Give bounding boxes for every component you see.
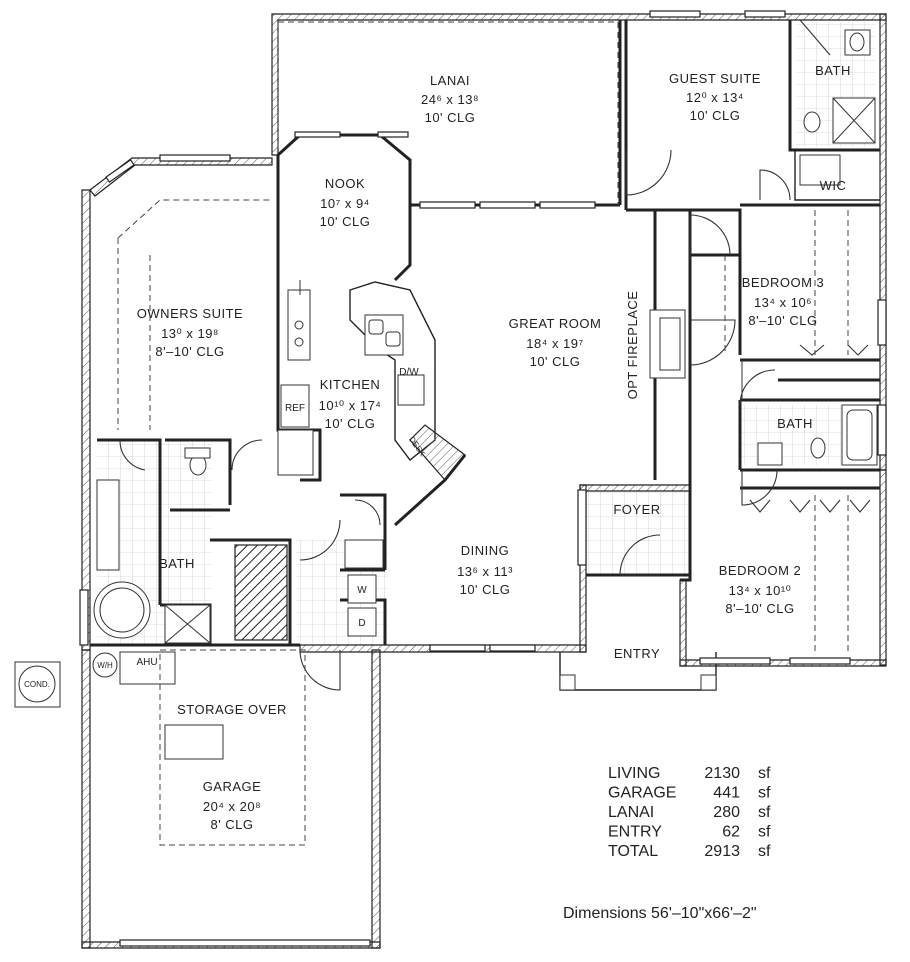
bedroom2-ceiling: 8'–10' CLG bbox=[725, 601, 794, 616]
dining-name: DINING bbox=[461, 543, 510, 558]
misc-details bbox=[117, 199, 849, 655]
area-label: ENTRY bbox=[608, 824, 662, 841]
bedroom3-name: BEDROOM 3 bbox=[742, 275, 825, 290]
storage-name: STORAGE OVER bbox=[177, 702, 287, 717]
area-label: TOTAL bbox=[608, 843, 658, 860]
washer-label: W bbox=[357, 585, 367, 596]
garage-ceiling: 8' CLG bbox=[210, 817, 253, 832]
kitchen-size: 10¹⁰ x 17⁴ bbox=[319, 398, 382, 413]
dining-ceiling: 10' CLG bbox=[460, 582, 511, 597]
dw-label: D/W bbox=[399, 367, 419, 378]
guest-bath-name: BATH bbox=[815, 63, 851, 78]
lanai-name: LANAI bbox=[430, 73, 470, 88]
great-room-name: GREAT ROOM bbox=[509, 316, 602, 331]
dryer-label: D bbox=[358, 618, 365, 629]
area-unit: sf bbox=[758, 785, 771, 802]
area-value: 280 bbox=[713, 804, 740, 821]
guest-suite-size: 12⁰ x 13⁴ bbox=[686, 90, 744, 105]
fixtures bbox=[14, 29, 878, 846]
bedroom3-ceiling: 8'–10' CLG bbox=[748, 313, 817, 328]
lanai-ceiling: 10' CLG bbox=[425, 110, 476, 125]
wic-name: WIC bbox=[820, 178, 847, 193]
guest-suite-name: GUEST SUITE bbox=[669, 71, 761, 86]
owners-suite-size: 13⁰ x 19⁸ bbox=[161, 326, 219, 341]
area-unit: sf bbox=[758, 843, 771, 860]
area-label: LANAI bbox=[608, 804, 654, 821]
owners-bath-name: BATH bbox=[159, 556, 195, 571]
area-unit: sf bbox=[758, 804, 771, 821]
area-value: 441 bbox=[713, 785, 740, 802]
windows bbox=[79, 10, 887, 947]
garage-size: 20⁴ x 20⁸ bbox=[203, 799, 261, 814]
mid-bath-name: BATH bbox=[777, 416, 813, 431]
fireplace-label: OPT FIREPLACE bbox=[625, 291, 640, 400]
entry-name: ENTRY bbox=[614, 646, 660, 661]
nook-name: NOOK bbox=[325, 176, 365, 191]
garage-name: GARAGE bbox=[203, 779, 262, 794]
bedroom2-name: BEDROOM 2 bbox=[719, 563, 802, 578]
bedroom3-size: 13⁴ x 10⁶ bbox=[754, 295, 812, 310]
dining-size: 13⁶ x 11³ bbox=[457, 564, 513, 579]
ahu-label: AHU bbox=[136, 657, 157, 668]
area-label: GARAGE bbox=[608, 785, 676, 802]
owners-suite-name: OWNERS SUITE bbox=[137, 306, 243, 321]
area-value: 2913 bbox=[704, 843, 740, 860]
area-value: 62 bbox=[722, 824, 740, 841]
lanai-outline bbox=[277, 21, 619, 205]
nook-ceiling: 10' CLG bbox=[320, 214, 371, 229]
room-labels: LANAI 24⁶ x 13⁸ 10' CLG GUEST SUITE 12⁰ … bbox=[137, 63, 851, 832]
guest-suite-ceiling: 10' CLG bbox=[690, 108, 741, 123]
kitchen-name: KITCHEN bbox=[320, 377, 381, 392]
nook-size: 10⁷ x 9⁴ bbox=[320, 196, 370, 211]
cond-label: COND. bbox=[24, 680, 50, 689]
area-unit: sf bbox=[758, 824, 771, 841]
great-room-ceiling: 10' CLG bbox=[530, 354, 581, 369]
lanai-size: 24⁶ x 13⁸ bbox=[421, 92, 479, 107]
owners-suite-ceiling: 8'–10' CLG bbox=[155, 344, 224, 359]
kitchen-ceiling: 10' CLG bbox=[325, 416, 376, 431]
doors bbox=[119, 19, 871, 691]
bedroom2-size: 13⁴ x 10¹⁰ bbox=[729, 583, 792, 598]
water-heater-label: W/H bbox=[97, 661, 113, 670]
area-label: LIVING bbox=[608, 765, 660, 782]
overall-dimensions: Dimensions 56'–10"x66'–2" bbox=[563, 905, 757, 922]
ref-label: REF bbox=[285, 403, 305, 414]
area-value: 2130 bbox=[704, 765, 740, 782]
great-room-size: 18⁴ x 19⁷ bbox=[526, 336, 583, 351]
foyer-name: FOYER bbox=[613, 502, 660, 517]
area-unit: sf bbox=[758, 765, 771, 782]
